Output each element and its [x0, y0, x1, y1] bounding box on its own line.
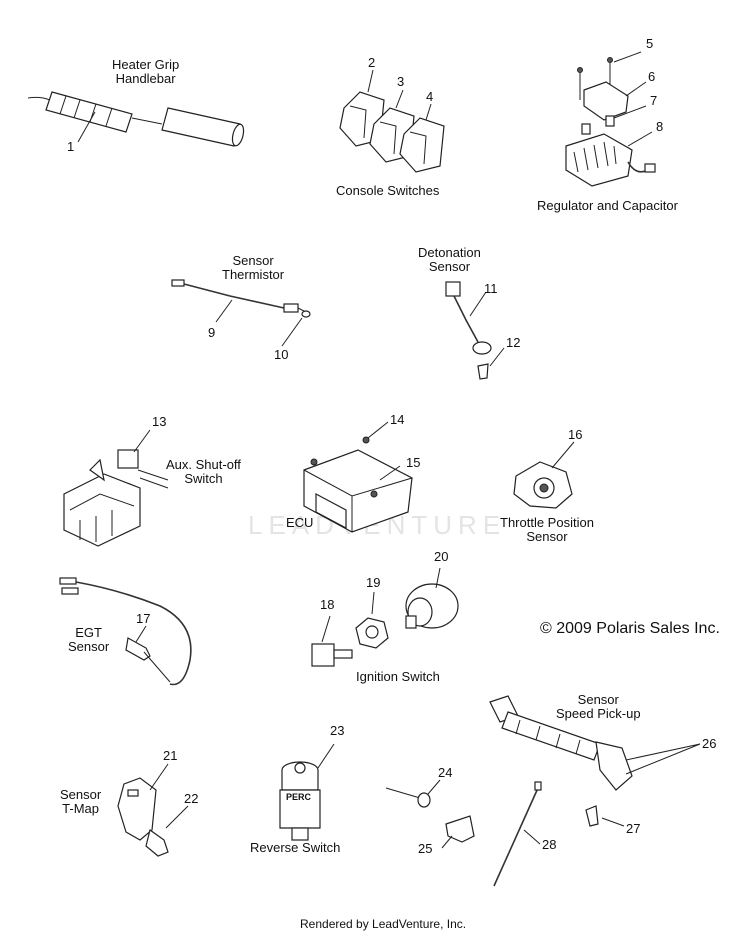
- part-number-12: 12: [506, 335, 521, 350]
- part-number-23: 23: [330, 723, 345, 738]
- part-number-20: 20: [434, 549, 449, 564]
- bolt-and-clip-part: [385, 779, 475, 849]
- part-number-8: 8: [656, 119, 664, 134]
- label-sensor-speed: Sensor Speed Pick-up: [556, 692, 641, 721]
- part-number-11: 11: [484, 281, 498, 296]
- part-number-21: 21: [163, 748, 178, 763]
- ecu-part: [303, 421, 413, 533]
- part-number-4: 4: [426, 89, 434, 104]
- label-throttle-position: Throttle Position Sensor: [500, 515, 594, 544]
- part-number-9: 9: [208, 325, 216, 340]
- part-number-14: 14: [390, 412, 405, 427]
- part-number-17: 17: [136, 611, 151, 626]
- part-number-26: 26: [702, 736, 717, 751]
- label-console-switches: Console Switches: [336, 183, 440, 198]
- part-number-5: 5: [646, 36, 654, 51]
- ignition-switch-part: [311, 567, 459, 667]
- label-heater-grip: Heater Grip Handlebar: [112, 57, 180, 86]
- thermistor-part: [171, 279, 311, 347]
- part-number-7: 7: [650, 93, 658, 108]
- part-number-1: 1: [67, 139, 75, 154]
- part-number-18: 18: [320, 597, 335, 612]
- label-ignition-switch: Ignition Switch: [356, 669, 440, 684]
- label-egt-sensor: EGT Sensor: [68, 625, 110, 654]
- part-number-25: 25: [418, 841, 433, 856]
- label-detonation-sensor: Detonation Sensor: [418, 245, 481, 274]
- reverse-switch-part: [279, 743, 335, 841]
- part-number-2: 2: [368, 55, 376, 70]
- label-ecu: ECU: [286, 515, 314, 530]
- part-number-16: 16: [568, 427, 583, 442]
- regulator-part: [565, 51, 656, 187]
- detonation-sensor-part: [445, 281, 505, 380]
- part-number-28: 28: [542, 837, 557, 852]
- console-switches-part: [339, 69, 445, 173]
- label-reverse-switch: Reverse Switch: [250, 840, 341, 855]
- label-sensor-tmap: Sensor T-Map: [60, 787, 102, 816]
- part-number-15: 15: [406, 455, 421, 470]
- tmap-sensor-part: [117, 763, 189, 857]
- perc-label: PERC: [286, 792, 312, 802]
- label-sensor-thermistor: Sensor Thermistor: [222, 253, 285, 282]
- part-number-22: 22: [184, 791, 199, 806]
- part-number-3: 3: [397, 74, 405, 89]
- throttle-position-part: [513, 441, 575, 509]
- label-aux-shutoff: Aux. Shut-off Switch: [166, 457, 241, 486]
- part-number-10: 10: [274, 347, 289, 362]
- copyright-text: © 2009 Polaris Sales Inc.: [540, 620, 720, 637]
- part-number-24: 24: [438, 765, 453, 780]
- footer-text: Rendered by LeadVenture, Inc.: [300, 917, 467, 931]
- label-regulator: Regulator and Capacitor: [537, 198, 678, 213]
- aux-shutoff-part: [63, 429, 169, 547]
- egt-sensor-part: [59, 577, 192, 686]
- speed-pickup-part: [489, 695, 701, 887]
- part-number-27: 27: [626, 821, 641, 836]
- heater-grip-part: [27, 91, 245, 147]
- part-number-19: 19: [366, 575, 381, 590]
- part-number-6: 6: [648, 69, 656, 84]
- part-number-13: 13: [152, 414, 167, 429]
